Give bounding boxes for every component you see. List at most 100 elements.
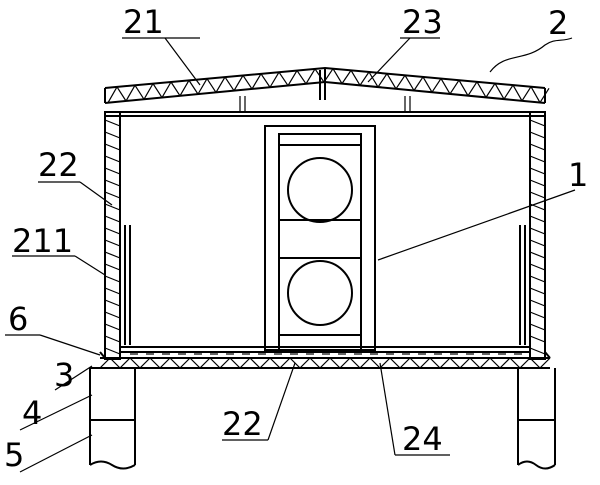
floor-hatch-stroke <box>169 357 181 369</box>
wall-hatch-stroke <box>104 275 121 283</box>
label-6: 6 <box>8 300 28 338</box>
roof-hatch-stroke <box>422 76 433 93</box>
roof-hatch-stroke <box>431 78 442 93</box>
label-4: 4 <box>22 394 42 432</box>
roof-insulation-hatch <box>107 68 550 104</box>
floor <box>90 346 551 369</box>
floor-hatch-stroke <box>459 357 471 369</box>
roof-hatch-stroke <box>242 75 253 90</box>
wall-hatch-stroke <box>104 299 121 307</box>
leader-23 <box>367 37 411 83</box>
part-labels: 21 23 2 22 1 211 6 3 4 5 22 24 <box>4 3 588 474</box>
leader-4 <box>19 394 93 431</box>
roof-hatch-stroke <box>116 86 127 102</box>
wall-hatch-stroke <box>104 203 121 211</box>
equipment-coil-lower <box>287 260 353 326</box>
wall-hatch-stroke <box>529 143 546 151</box>
floor-hatch-stroke <box>99 357 111 369</box>
floor-hatch-stroke <box>419 357 431 369</box>
floor-hatch-stroke <box>219 357 231 369</box>
wall-hatch-stroke <box>104 179 121 187</box>
wall-hatch-stroke <box>529 131 546 139</box>
roof-hatch-stroke <box>521 86 532 102</box>
roof-hatch-stroke <box>215 76 226 93</box>
roof-hatch-stroke <box>179 80 190 97</box>
floor-hatch-stroke <box>509 357 521 369</box>
roof-hatch-stroke <box>251 73 262 90</box>
wall-hatch-stroke <box>104 251 121 259</box>
wall-hatch-stroke <box>104 287 121 295</box>
floor-hatch-stroke <box>469 357 481 369</box>
label-24: 24 <box>402 420 443 458</box>
wall-hatch-stroke <box>104 347 121 355</box>
wall-hatch-stroke <box>104 239 121 247</box>
floor-hatch-stroke <box>429 357 441 369</box>
roof-hatch-stroke <box>296 70 307 85</box>
wall-hatch-stroke <box>529 239 546 247</box>
wall-hatch-stroke <box>104 155 121 163</box>
floor-hatch-stroke <box>299 357 311 369</box>
floor-hatch-stroke <box>119 357 131 369</box>
roof-hatch-stroke <box>152 83 163 98</box>
wall-hatch-stroke <box>529 215 546 223</box>
support-piece-left <box>99 351 106 359</box>
equipment-frame-inner <box>278 133 362 351</box>
label-23: 23 <box>402 3 443 41</box>
leader-22-floor <box>267 362 296 441</box>
roof-hatch-stroke <box>161 81 172 98</box>
label-5: 5 <box>4 436 24 474</box>
equipment-coil-upper <box>287 157 353 223</box>
equipment-frame-outer <box>264 125 376 351</box>
roof-hatch-stroke <box>413 76 424 91</box>
roof-hatch-stroke <box>143 83 154 100</box>
roof-hatch-stroke <box>188 80 199 95</box>
wall-hatch-stroke <box>529 167 546 175</box>
floor-hatch-stroke <box>159 357 171 369</box>
wall-hatch-stroke <box>104 131 121 139</box>
floor-hatch-stroke <box>439 357 451 369</box>
wall-hatch-stroke <box>104 311 121 319</box>
roof-hatch-stroke <box>539 88 550 103</box>
roof-hatch-stroke <box>512 84 523 102</box>
roof-hatch-stroke <box>332 68 343 84</box>
right-wall <box>519 111 546 360</box>
roof-hatch-stroke <box>287 70 298 86</box>
label-21: 21 <box>123 3 164 41</box>
floor-beam-hatch <box>99 353 551 369</box>
label-22-floor: 22 <box>222 405 263 443</box>
roof-hatch-stroke <box>341 70 352 84</box>
roof-hatch-stroke <box>224 76 235 92</box>
floor-hatch-stroke <box>519 357 531 369</box>
floor-hatch-stroke <box>139 357 151 369</box>
floor-hatch-stroke <box>259 357 271 369</box>
leader-24 <box>379 362 396 456</box>
floor-hatch-stroke <box>129 357 141 369</box>
roof-hatch-stroke <box>503 84 514 100</box>
roof-hatch-stroke <box>395 74 406 90</box>
wall-hatch-stroke <box>529 299 546 307</box>
roof-hatch-stroke <box>260 73 271 88</box>
equipment-unit <box>264 125 376 351</box>
wall-hatch-stroke <box>529 179 546 187</box>
wall-hatch-stroke <box>529 251 546 259</box>
leader-2 <box>489 37 573 73</box>
floor-hatch-stroke <box>409 357 421 369</box>
leader-22-wall <box>79 181 113 206</box>
foundation-right-break <box>517 460 556 470</box>
floor-hatch-stroke <box>539 357 551 369</box>
roof-hatch-stroke <box>377 73 388 88</box>
support-piece-right <box>544 351 551 359</box>
label-3: 3 <box>54 356 74 394</box>
roof-hatch-stroke <box>485 83 496 98</box>
floor-hatch-stroke <box>249 357 261 369</box>
leader-1 <box>377 189 576 261</box>
floor-hatch-stroke <box>319 357 331 369</box>
floor-hatch-stroke <box>309 357 321 369</box>
leader-3 <box>54 365 93 391</box>
roof-hatch-stroke <box>107 86 118 104</box>
roof-hatch-stroke <box>404 74 415 91</box>
wall-hatch-stroke <box>529 323 546 331</box>
floor-hatch-stroke <box>239 357 251 369</box>
